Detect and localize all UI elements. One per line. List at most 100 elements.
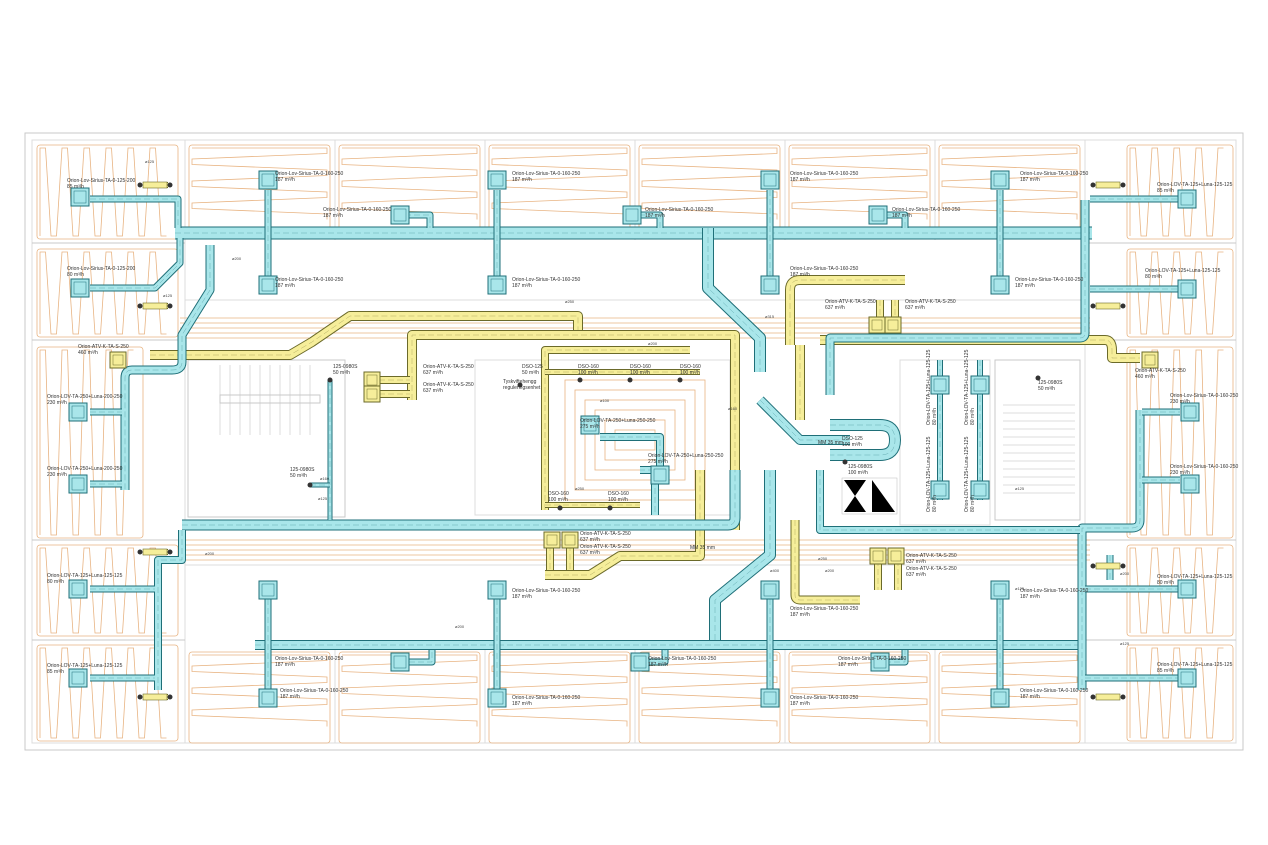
airflow-label: 80 m³/h <box>932 408 938 425</box>
terminal-model-label: Orion-Lov-Sirius-TA-0-160-250 <box>838 656 906 662</box>
terminal-model-label: 125-0980S <box>290 467 315 473</box>
valve-icon <box>677 377 683 383</box>
damper <box>142 693 168 701</box>
damper <box>1095 302 1121 310</box>
diffuser <box>1177 189 1197 209</box>
airflow-label: 187 m³/h <box>275 662 295 668</box>
terminal-model-label: Orion-LOV-TA-250+Luna-250-250 <box>648 453 724 459</box>
airflow-label: 230 m³/h <box>1170 399 1190 405</box>
damper <box>1095 181 1121 189</box>
diffuser <box>630 652 650 672</box>
airflow-label: 100 m³/h <box>848 470 868 476</box>
terminal-model-label: Orion-Lov-Sirius-TA-0-160-250 <box>1170 464 1238 470</box>
duct-diameter-tag: ø125 <box>163 293 173 298</box>
terminal-model-label: Orion-Lov-Sirius-TA-0-160-250 <box>280 688 348 694</box>
diffuser <box>990 170 1010 190</box>
diffuser <box>363 385 381 403</box>
airflow-label: 80 m³/h <box>932 495 938 512</box>
diffuser <box>68 402 88 422</box>
airflow-label: 100 m³/h <box>680 370 700 376</box>
airflow-label: 50 m³/h <box>290 473 307 479</box>
terminal-model-label: Orion-LOV-TA-125+Luna-125-125 <box>47 663 123 669</box>
airflow-label: 637 m³/h <box>825 305 845 311</box>
airflow-label: 100 m³/h <box>630 370 650 376</box>
terminal-model-label: DSO-160 <box>548 491 569 497</box>
diffuser <box>760 580 780 600</box>
airflow-label: 187 m³/h <box>790 272 810 278</box>
airflow-label: 187 m³/h <box>512 594 532 600</box>
airflow-label: 187 m³/h <box>1020 177 1040 183</box>
duct-diameter-tag: ø125 <box>1015 486 1025 491</box>
diffuser <box>990 580 1010 600</box>
duct-diameter-tag: ø400 <box>770 568 780 573</box>
duct <box>405 212 433 228</box>
airflow-label: 187 m³/h <box>275 177 295 183</box>
valve-icon <box>557 505 563 511</box>
diffuser <box>258 275 278 295</box>
duct-diameter-tag: ø200 <box>205 551 215 556</box>
airflow-label: 230 m³/h <box>47 400 67 406</box>
airflow-label: 460 m³/h <box>1135 374 1155 380</box>
terminal-model-label: 125-0980S <box>848 464 873 470</box>
diffuser <box>109 351 127 369</box>
valve-icon <box>517 382 523 388</box>
diffuser <box>930 480 950 500</box>
terminal-model-label: Orion-Lov-Sirius-TA-0-160-250 <box>275 277 343 283</box>
diffuser <box>884 316 902 334</box>
terminal-model-label: Orion-Lov-Sirius-TA-0-125-200 <box>67 178 135 184</box>
airflow-label: 637 m³/h <box>423 370 443 376</box>
airflow-label: 187 m³/h <box>1015 283 1035 289</box>
terminal-model-label: DSO-160 <box>578 364 599 370</box>
airflow-label: 50 m³/h <box>522 370 539 376</box>
diffuser <box>970 375 990 395</box>
terminal-model-label: Orion-ATV-K-TA-S-250 <box>825 299 876 305</box>
terminal-model-label: Orion-Lov-Sirius-TA-0-125-200 <box>67 266 135 272</box>
terminal-model-label: 125-0980S <box>1038 380 1063 386</box>
airflow-label: 637 m³/h <box>906 559 926 565</box>
terminal-model-label: Orion-Lov-Sirius-TA-0-160-250 <box>790 606 858 612</box>
airflow-label: 637 m³/h <box>580 550 600 556</box>
duct-diameter-tag: ø160 <box>728 406 738 411</box>
valve-icon <box>607 505 613 511</box>
airflow-label: 100 m³/h <box>578 370 598 376</box>
airflow-label: 85 m³/h <box>67 184 84 190</box>
diffuser <box>970 480 990 500</box>
terminal-model-label: Orion-Lov-Sirius-TA-0-160-250 <box>512 277 580 283</box>
terminal-model-label: Orion-Lov-Sirius-TA-0-160-250 <box>648 656 716 662</box>
duct-diameter-tag: ø200 <box>232 256 242 261</box>
airflow-label: 187 m³/h <box>648 662 668 668</box>
terminal-model-label: DSO-125 <box>842 436 863 442</box>
airflow-label: 187 m³/h <box>280 694 300 700</box>
diffuser <box>650 465 670 485</box>
building-walls <box>24 132 1244 751</box>
terminal-model-label: Tyskviftehengg <box>503 379 537 385</box>
diffuser <box>1141 351 1159 369</box>
airflow-label: 637 m³/h <box>580 537 600 543</box>
terminal-model-label: Orion-Lov-Sirius-TA-0-160-250 <box>1020 171 1088 177</box>
diffuser <box>258 170 278 190</box>
diffuser <box>487 170 507 190</box>
supply-ducts <box>90 190 1180 700</box>
diffuser <box>760 688 780 708</box>
duct-diameter-tag: ø125 <box>1120 641 1130 646</box>
terminal-model-label: DSO-160 <box>630 364 651 370</box>
terminal-model-label: Orion-Lov-Sirius-TA-0-160-250 <box>1020 588 1088 594</box>
duct-diameter-tag: ø250 <box>818 556 828 561</box>
terminal-model-label: Orion-Lov-Sirius-TA-0-160-250 <box>892 207 960 213</box>
diffuser <box>930 375 950 395</box>
terminal-model-label: Orion-Lov-Sirius-TA-0-160-250 <box>1170 393 1238 399</box>
diffuser <box>487 688 507 708</box>
airflow-label: 100 m³/h <box>842 442 862 448</box>
terminal-model-label: Orion-LOV-TA-125+Luna-125-125 <box>964 436 970 512</box>
airflow-label: 80 m³/h <box>1145 274 1162 280</box>
valve-icon <box>327 377 333 383</box>
airflow-label: 187 m³/h <box>323 213 343 219</box>
airflow-label: 187 m³/h <box>790 177 810 183</box>
damper <box>1095 562 1121 570</box>
airflow-label: 275 m³/h <box>580 424 600 430</box>
terminal-model-label: MM 35 mm <box>818 440 843 446</box>
valve-icon <box>627 377 633 383</box>
terminal-model-label: Orion-Lov-Sirius-TA-0-160-250 <box>645 207 713 213</box>
hourglass-symbol-icon <box>841 477 898 515</box>
diffuser <box>390 652 410 672</box>
